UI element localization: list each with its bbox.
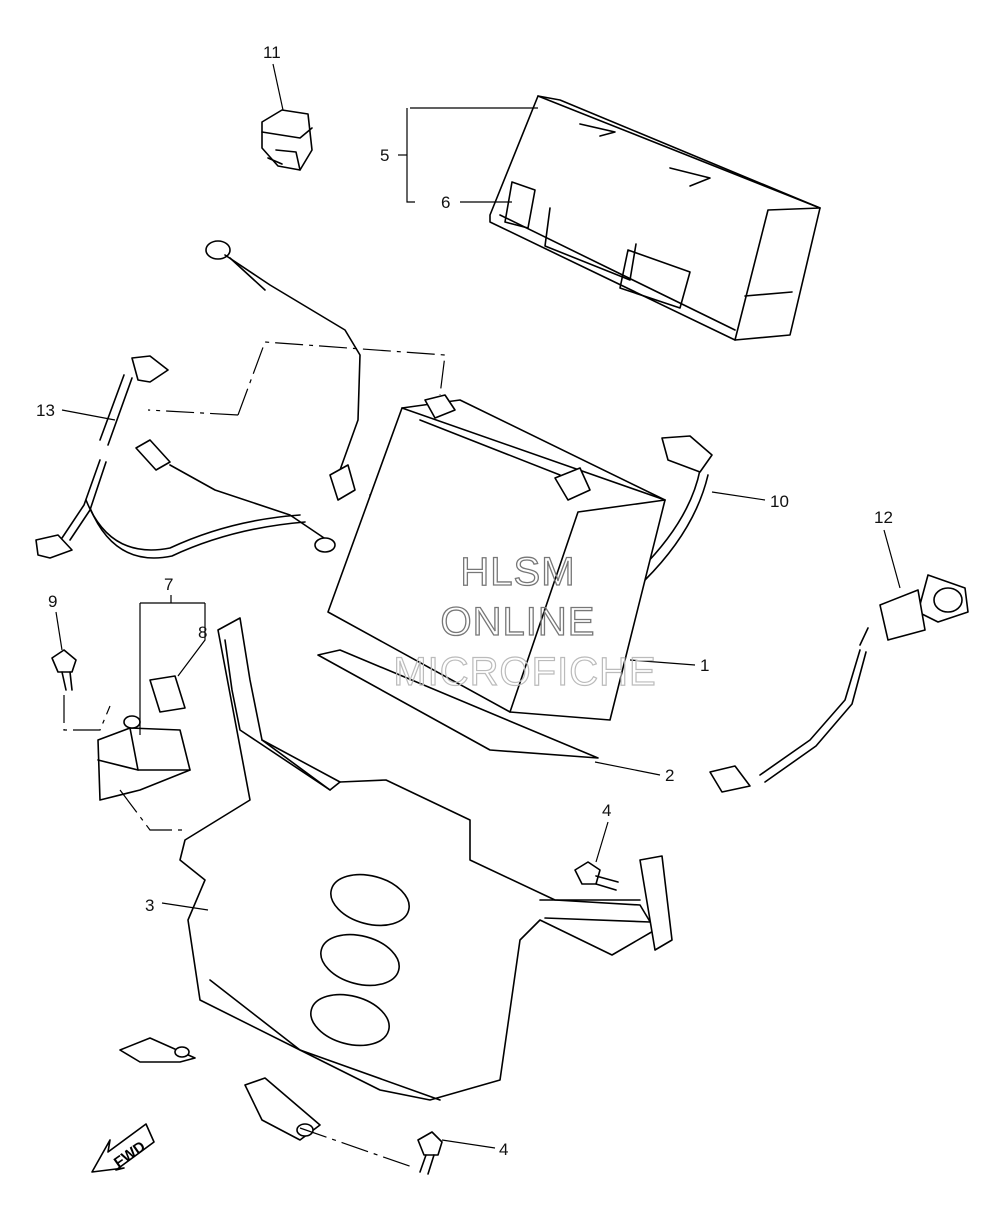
watermark: HLSM ONLINE MICROFICHE [393,549,657,694]
callout-6: 6 [441,193,450,212]
callout-5: 5 [380,146,389,165]
bracket-bolt-lower [417,1131,443,1175]
watermark-line2: ONLINE [441,600,596,644]
callout-13: 13 [36,401,55,420]
callout-2: 2 [665,766,674,785]
callout-4-lower: 4 [499,1140,508,1159]
battery-bracket [119,617,673,1141]
fwd-arrow: FWD [91,1123,155,1173]
bracket-bolt-upper [574,861,619,891]
callout-9: 9 [48,592,57,611]
relay-bolt [51,649,77,691]
callout-3: 3 [145,896,154,915]
callout-1: 1 [700,656,709,675]
power-socket [709,574,969,793]
callout-12: 12 [874,508,893,527]
battery [327,394,666,721]
wire-clip [261,109,313,171]
callout-numbers: 1 2 3 4 4 5 6 7 8 9 10 11 12 13 [36,43,893,1159]
callout-11: 11 [263,43,281,62]
callout-4-upper: 4 [602,801,611,820]
battery-pad [317,649,599,759]
watermark-line1: HLSM [460,550,575,594]
callout-8: 8 [198,623,207,642]
watermark-line3: MICROFICHE [393,650,656,694]
negative-lead [35,355,336,559]
assembly-lines [63,341,446,1169]
callout-10: 10 [770,492,789,511]
starter-relay [97,675,191,801]
battery-cover [489,95,821,341]
leader-lines [55,63,901,1149]
callout-7: 7 [164,575,173,594]
